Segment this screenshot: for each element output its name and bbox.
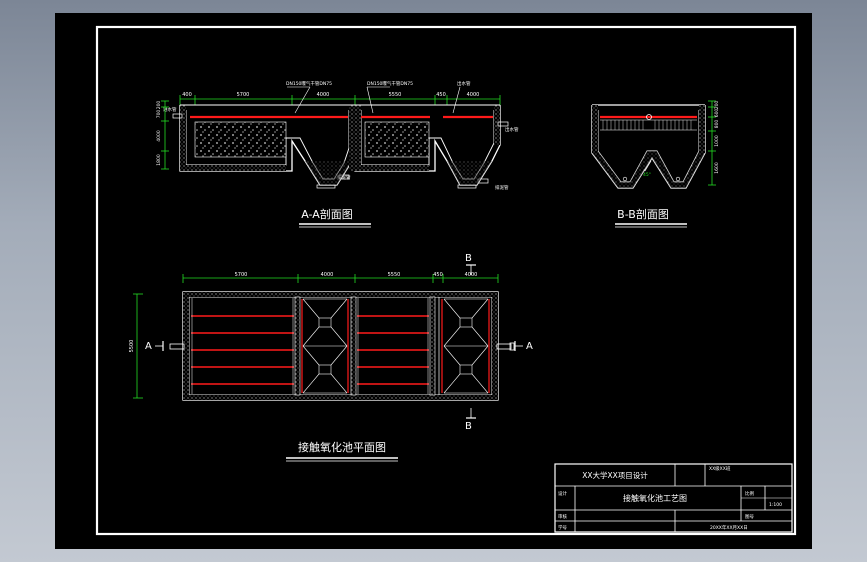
plan-title: 接触氧化池平面图 [298, 440, 386, 454]
plan-beams-1 [191, 315, 294, 385]
plan-hoppers-1 [302, 298, 348, 394]
aa-dim-4: 450 [436, 92, 446, 98]
aa-inlet-label: 进水管 [163, 106, 177, 113]
aa-dim-1: 5700 [237, 92, 250, 98]
aa-sludge-1: 排泥管 [337, 174, 351, 181]
tb-student-label: 学号 [558, 524, 567, 531]
tb-scale-label: 比例 [745, 490, 754, 497]
aa-section-title: A-A剖面图 [301, 207, 353, 221]
aa-dim-3: 5550 [389, 92, 402, 98]
tb-checker-label: 审核 [558, 513, 567, 520]
aa-dim-5: 4000 [467, 92, 480, 98]
plan-inlet-pipe [169, 343, 185, 350]
section-mark-b-bottom: B [465, 421, 472, 432]
plan-vdim: 5500 [129, 340, 135, 353]
bb-vdim-2: 800 [714, 120, 720, 129]
aa-sludge-2: 排泥管 [495, 184, 509, 191]
aa-media-2 [364, 121, 430, 158]
aa-callout-3: 出水管 [457, 80, 471, 87]
aa-outlet-label: 出水管 [505, 126, 519, 133]
plan-dim-3: 450 [433, 272, 443, 278]
sheet-border [95, 25, 797, 536]
aa-inlet-pipe [172, 113, 183, 119]
title-block: XX大学XX项目设计 XX级XX班 接触氧化池工艺图 设计 审核 学号 比例 1… [554, 463, 793, 533]
tb-drawing-name: 接触氧化池工艺图 [623, 493, 687, 503]
plan-dim-1: 4000 [321, 272, 334, 278]
bb-vdim-4: 1600 [714, 162, 720, 174]
aa-vdim-0: 200 [156, 101, 162, 110]
aa-dim-2: 4000 [317, 92, 330, 98]
bb-vdim-1: 600 [714, 109, 720, 118]
aa-vdim-2: 4000 [156, 130, 162, 142]
aa-section: 400 5700 4000 5550 450 4000 DN150曝气干管DN7… [156, 80, 519, 228]
tb-project: XX大学XX项目设计 [582, 470, 648, 480]
plan-outlet-pipe [496, 343, 512, 350]
tb-scale-value: 1:100 [769, 502, 782, 508]
plan-dim-2: 5550 [388, 272, 401, 278]
bb-media-comb [602, 120, 692, 130]
aa-media-1 [194, 121, 287, 158]
bb-vdim-3: 1000 [714, 135, 720, 147]
tb-class: XX级XX班 [709, 465, 731, 472]
bb-vdim-0: 200 [714, 101, 720, 110]
tb-designer-label: 设计 [558, 490, 567, 497]
aa-callout-1: DN150曝气干管DN75 [286, 80, 332, 87]
plan-hoppers-2 [443, 298, 489, 394]
aa-callout-2: DN150曝气干管DN75 [367, 80, 413, 87]
aa-outlet-pipe [497, 121, 509, 127]
drawing-sheet: 400 5700 4000 5550 450 4000 DN150曝气干管DN7… [55, 13, 812, 549]
section-mark-b-top: B [465, 253, 472, 264]
tb-date: 20XX年XX月XX日 [710, 524, 748, 531]
plan-dim-0: 5700 [235, 272, 248, 278]
section-mark-a-right: A [526, 341, 533, 352]
bb-section: 45° 200 600 800 1000 1600 B-B剖面图 [591, 101, 720, 228]
tb-sheet-label: 图号 [745, 514, 754, 520]
bb-slope-label: 45° [643, 172, 651, 178]
cad-drawing-canvas[interactable]: 400 5700 4000 5550 450 4000 DN150曝气干管DN7… [55, 13, 812, 549]
aa-dim-0: 400 [182, 92, 192, 98]
aa-vdim-1: 700 [156, 110, 162, 119]
plan-view: 5700 4000 5550 450 4000 5500 [129, 253, 533, 462]
section-mark-a-left: A [145, 341, 152, 352]
bb-section-title: B-B剖面图 [617, 207, 669, 221]
aa-vdim-3: 1800 [156, 154, 162, 166]
plan-beams-2 [357, 315, 429, 385]
